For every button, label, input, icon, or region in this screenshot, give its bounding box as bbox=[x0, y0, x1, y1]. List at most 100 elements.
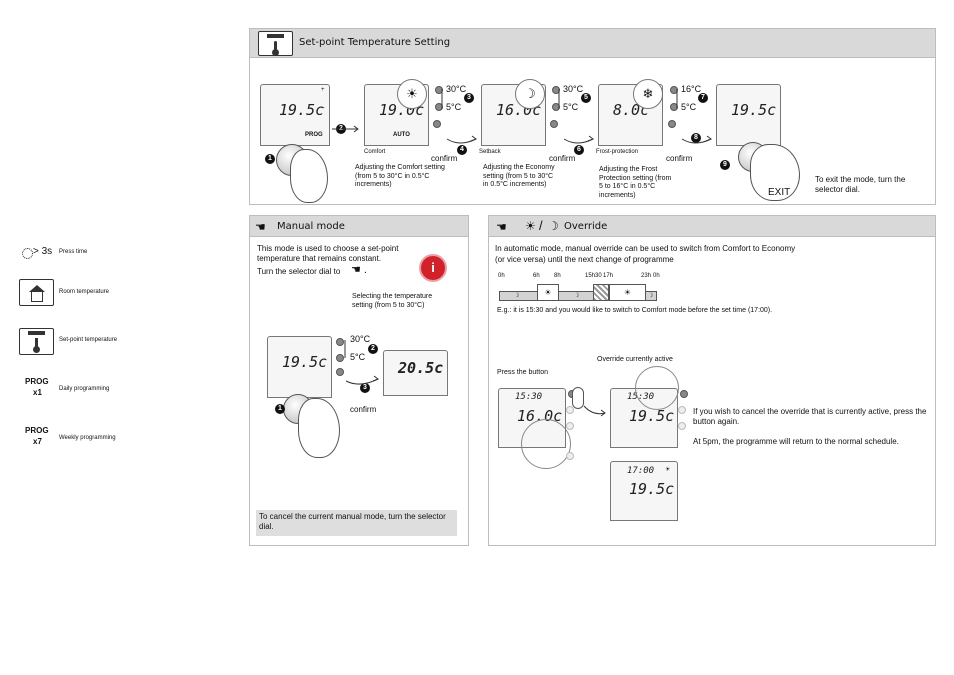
lcd-temperature: 20.5c bbox=[398, 359, 444, 377]
override-lcd-3: 17:00 ☀ 19.5c bbox=[610, 461, 678, 521]
confirm-label: confirm bbox=[350, 405, 377, 414]
ok-button[interactable] bbox=[550, 120, 558, 128]
manual-intro-2: temperature that remains constant. bbox=[257, 254, 382, 263]
override-active-label: Override currently active bbox=[597, 356, 673, 363]
comfort-description: Adjusting the Comfort setting (from 5 to… bbox=[355, 164, 445, 188]
confirm-label: confirm bbox=[666, 154, 693, 163]
step-1: 1 bbox=[275, 404, 285, 414]
ok-button[interactable] bbox=[433, 120, 441, 128]
setpoint-section: Set-point Temperature Setting 19.5c + – … bbox=[249, 28, 936, 205]
confirm-label: confirm bbox=[431, 154, 458, 163]
slash-icon: / bbox=[539, 218, 543, 233]
prog-x7-top: PROG bbox=[25, 426, 49, 435]
up-button[interactable] bbox=[435, 86, 443, 94]
override-intro-1: In automatic mode, manual override can b… bbox=[495, 244, 796, 253]
press-button-highlight bbox=[521, 419, 571, 469]
down-button[interactable] bbox=[566, 452, 574, 460]
prog-x1-bottom: x1 bbox=[33, 388, 42, 397]
override-button[interactable] bbox=[680, 390, 688, 398]
manual-intro-1: This mode is used to choose a set-point bbox=[257, 244, 399, 253]
lcd-temperature: 19.5c bbox=[282, 353, 328, 371]
range-low: 5°C bbox=[350, 352, 366, 362]
ok-button[interactable] bbox=[336, 368, 344, 376]
hand-icon: ☚ bbox=[255, 220, 266, 234]
clock-icon bbox=[22, 248, 33, 259]
room-temperature-label: Room temperature bbox=[59, 289, 110, 295]
moon-icon: ☽ bbox=[648, 293, 654, 299]
moon-icon: ☽ bbox=[574, 293, 580, 299]
hand-icon bbox=[298, 398, 340, 458]
down-button[interactable] bbox=[336, 354, 344, 362]
override-active-highlight bbox=[635, 366, 679, 410]
hand-icon bbox=[572, 387, 584, 409]
lcd-temperature: 19.5c bbox=[279, 101, 325, 119]
lcd-temperature: 19.5c bbox=[629, 407, 675, 425]
down-button[interactable] bbox=[552, 103, 560, 111]
manual-title: Manual mode bbox=[277, 221, 345, 232]
lcd-display-1: 19.5c + – PROG bbox=[260, 84, 330, 146]
lcd-display-5: 19.5c bbox=[716, 84, 781, 146]
up-button[interactable] bbox=[670, 86, 678, 94]
down-button[interactable] bbox=[435, 103, 443, 111]
up-button[interactable] bbox=[552, 86, 560, 94]
press-button-label: Press the button bbox=[497, 369, 548, 376]
override-section: ☚ ☀ / ☽ Override In automatic mode, manu… bbox=[488, 215, 936, 546]
ok-button[interactable] bbox=[668, 120, 676, 128]
lcd-temperature: 19.5c bbox=[629, 480, 675, 498]
moon-icon: ☽ bbox=[548, 219, 559, 233]
timeline-label: 0h bbox=[653, 273, 660, 279]
range-high: 30°C bbox=[563, 84, 584, 94]
step-3: 3 bbox=[464, 93, 474, 103]
up-button[interactable] bbox=[566, 406, 574, 414]
range-high: 16°C bbox=[681, 84, 702, 94]
moon-icon: ☽ bbox=[514, 293, 520, 299]
ok-button[interactable] bbox=[678, 422, 686, 430]
ok-button[interactable] bbox=[566, 422, 574, 430]
step-1: 1 bbox=[265, 154, 275, 164]
example-text: E.g.: it is 15:30 and you would like to … bbox=[497, 307, 773, 314]
hand-icon bbox=[290, 149, 328, 203]
timeline-label: 0h bbox=[498, 273, 505, 279]
prog-x1-top: PROG bbox=[25, 377, 49, 386]
range-low: 5°C bbox=[446, 102, 462, 112]
manual-mode-section: ☚ Manual mode This mode is used to choos… bbox=[249, 215, 469, 546]
override-intro-2: (or vice versa) until the next change of… bbox=[495, 255, 674, 264]
up-button[interactable] bbox=[678, 406, 686, 414]
exit-label: EXIT bbox=[768, 187, 791, 198]
prog-x7-bottom: x7 bbox=[33, 437, 42, 446]
press-time-label: Press time bbox=[59, 249, 88, 255]
weekly-programming-label: Weekly programming bbox=[59, 435, 116, 441]
timeline-override bbox=[593, 284, 609, 301]
confirm-label: confirm bbox=[549, 154, 576, 163]
hand-icon: ☚ bbox=[496, 220, 507, 234]
manual-header: ☚ Manual mode bbox=[250, 216, 468, 237]
override-header: ☚ ☀ / ☽ Override bbox=[489, 216, 935, 237]
range-high: 30°C bbox=[350, 334, 371, 344]
daily-programming-label: Daily programming bbox=[59, 386, 110, 392]
down-button[interactable] bbox=[670, 103, 678, 111]
setpoint-thermometer-icon bbox=[258, 31, 293, 56]
schedule-text: At 5pm, the programme will return to the… bbox=[693, 437, 899, 446]
timeline-label: 23h bbox=[641, 273, 652, 279]
timeline-comfort-2: ☀ bbox=[609, 284, 646, 301]
setpoint-title: Set-point Temperature Setting bbox=[299, 37, 451, 48]
timeline-bar bbox=[499, 291, 657, 301]
timeline-label: 15h30 bbox=[585, 273, 602, 279]
setback-label: Setback bbox=[479, 149, 501, 155]
range-low: 5°C bbox=[563, 102, 579, 112]
manual-intro-3: Turn the selector dial to bbox=[257, 267, 341, 276]
auto-label: AUTO bbox=[393, 132, 410, 138]
up-button[interactable] bbox=[336, 338, 344, 346]
timeline-comfort-1: ☀ bbox=[537, 284, 559, 301]
setpoint-thermometer-icon bbox=[19, 328, 54, 355]
exit-description: To exit the mode, turn the selector dial… bbox=[815, 175, 906, 194]
step-2: 2 bbox=[368, 344, 378, 354]
lcd-temperature: 19.5c bbox=[731, 101, 777, 119]
setpoint-header: Set-point Temperature Setting bbox=[250, 29, 935, 58]
step-9: 9 bbox=[720, 160, 730, 170]
press-time-symbol: > 3s bbox=[33, 246, 53, 257]
range-low: 5°C bbox=[681, 102, 697, 112]
manual-lcd-2: 20.5c bbox=[383, 350, 448, 396]
snowflake-icon-highlight: ❄ bbox=[633, 79, 663, 109]
sun-icon: ☀ bbox=[525, 219, 536, 233]
